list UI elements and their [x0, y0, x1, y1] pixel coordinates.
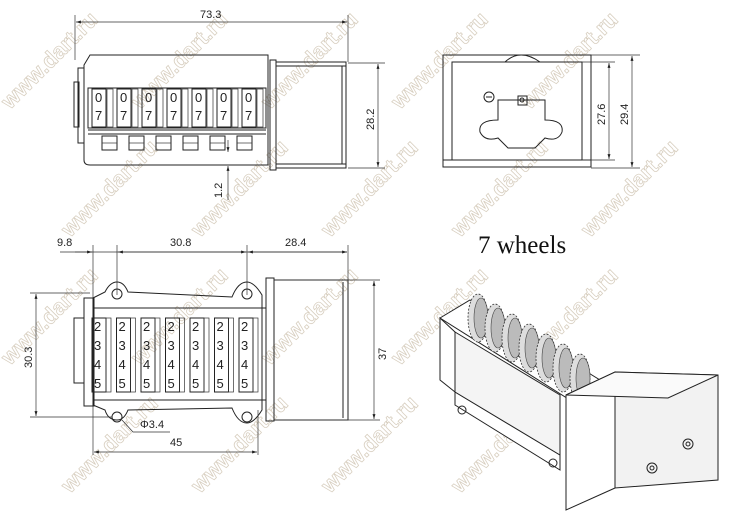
wheel-digit: 7 — [220, 108, 227, 123]
wheel-digit: 5 — [241, 376, 248, 391]
counter-wheel — [116, 88, 132, 128]
wheel-digit: 2 — [119, 319, 126, 334]
side-wheels: 0 7 0 7 0 7 0 7 0 7 0 7 0 7 — [91, 88, 264, 128]
wheel-digit: 5 — [143, 376, 150, 391]
wheel-digit: 2 — [94, 319, 101, 334]
wheel-digit: 0 — [170, 90, 177, 105]
wheel-digit: 0 — [245, 90, 252, 105]
wheel-digit: 5 — [192, 376, 199, 391]
counter-wheel — [241, 88, 257, 128]
wheel-digit: 4 — [168, 357, 175, 372]
side-view: 73.3 0 7 0 7 0 7 0 7 0 7 0 7 0 7 28.2 1.2 — [73, 9, 385, 200]
dim-cap-height: 28.2 — [365, 109, 377, 130]
wheel-digit: 4 — [192, 357, 199, 372]
wheel-digit: 4 — [241, 357, 248, 372]
dim-flange-width: 45 — [170, 437, 182, 449]
wheel-digit: 7 — [95, 108, 102, 123]
wheel-digit: 2 — [168, 319, 175, 334]
wheel-digit: 3 — [143, 338, 150, 353]
dim-cap-length: 28.4 — [285, 237, 306, 249]
dim-gap: 1.2 — [213, 183, 225, 198]
isometric-view — [439, 293, 719, 511]
wheel-digit: 2 — [143, 319, 150, 334]
top-wheels: 2 3 4 5 2 3 4 5 2 3 4 5 2 3 4 5 2 3 4 5 2 3 4 5 2 3 4 5 — [91, 317, 259, 393]
dim-flange-height: 30.3 — [23, 347, 35, 368]
title-7-wheels: 7 wheels — [478, 232, 566, 259]
wheel-digit: 4 — [94, 357, 101, 372]
counter-wheel — [91, 88, 107, 128]
side-teeth — [101, 135, 253, 151]
wheel-digit: 4 — [217, 357, 224, 372]
counter-wheel — [166, 88, 182, 128]
wheel-digit: 5 — [119, 376, 126, 391]
wheel-digit: 3 — [241, 338, 248, 353]
wheel-digit: 5 — [168, 376, 175, 391]
wheel-digit: 7 — [195, 108, 202, 123]
wheel-digit: 5 — [217, 376, 224, 391]
mount-hole-icon — [646, 462, 658, 474]
dim-hole-spacing: 30.8 — [170, 237, 191, 249]
top-view: 9.8 30.8 28.4 23452345234523452345234523… — [23, 237, 389, 455]
counter-wheel — [141, 88, 157, 128]
dim-inner-height: 27.6 — [596, 104, 608, 125]
wheel-digit: 4 — [119, 357, 126, 372]
wheel-digit: 7 — [120, 108, 127, 123]
wheel-digit: 7 — [170, 108, 177, 123]
counter-wheel — [216, 88, 232, 128]
wheel-digit: 0 — [95, 90, 102, 105]
wheel-digit: 0 — [120, 90, 127, 105]
counter-wheel — [191, 88, 207, 128]
wheel-digit: 3 — [168, 338, 175, 353]
wheel-digit: 5 — [94, 376, 101, 391]
dim-outer-height: 29.4 — [619, 104, 631, 125]
wheel-digit: 3 — [217, 338, 224, 353]
wheel-digit: 0 — [145, 90, 152, 105]
end-view: 27.6 29.4 — [442, 54, 640, 169]
wheel-digit: 0 — [195, 90, 202, 105]
wheel-digit: 7 — [145, 108, 152, 123]
mount-hole-icon — [682, 438, 694, 450]
wheel-digit: 2 — [217, 319, 224, 334]
dim-total-height: 37 — [377, 348, 389, 360]
wheel-digit: 0 — [220, 90, 227, 105]
dim-hole-diameter: Φ3.4 — [140, 419, 164, 431]
wheel-digit: 3 — [94, 338, 101, 353]
wheel-digit: 2 — [192, 319, 199, 334]
dim-offset: 9.8 — [57, 237, 72, 249]
wheel-digit: 3 — [192, 338, 199, 353]
wheel-digit: 2 — [241, 319, 248, 334]
wheel-digit: 7 — [245, 108, 252, 123]
dim-overall-length: 73.3 — [200, 9, 221, 21]
wheel-digit: 3 — [119, 338, 126, 353]
wheel-digit: 4 — [143, 357, 150, 372]
